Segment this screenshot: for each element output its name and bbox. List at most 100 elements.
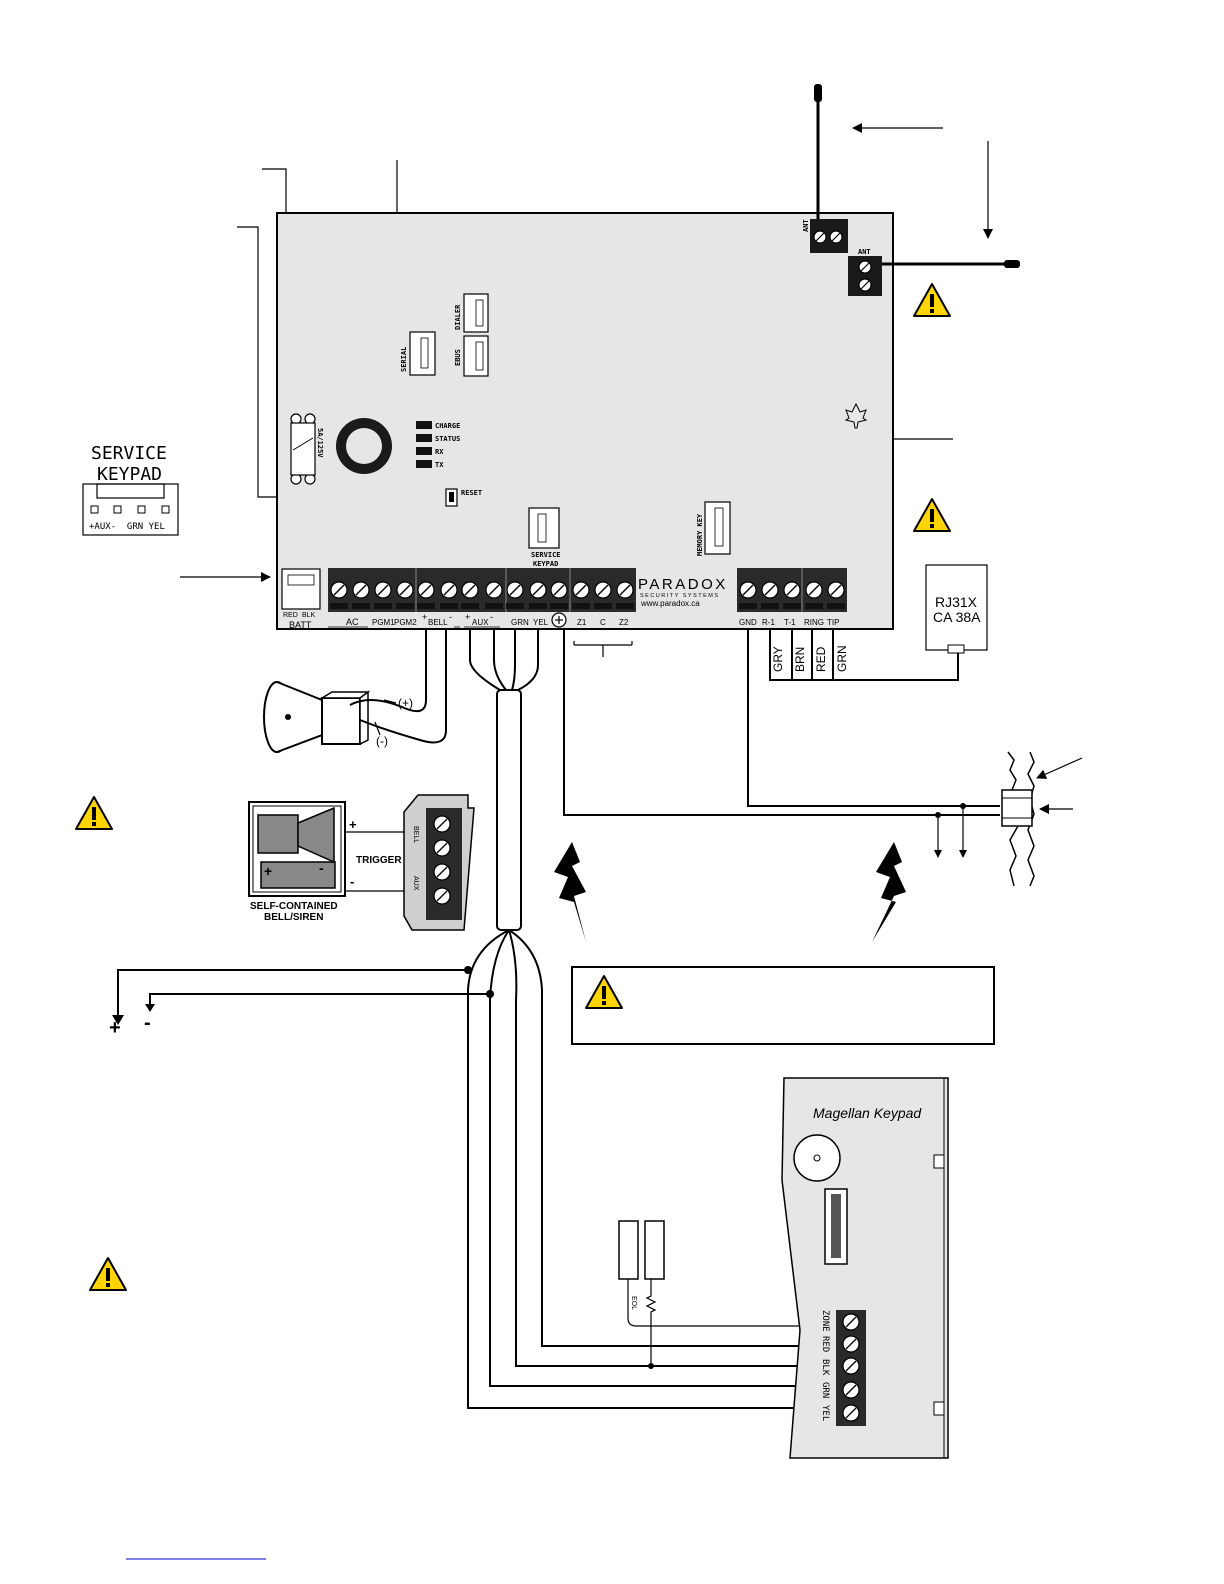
svg-text:GND: GND bbox=[739, 618, 757, 627]
buzzer bbox=[336, 418, 392, 474]
cold-water-pipe bbox=[1001, 751, 1035, 887]
reset-button: RESET bbox=[445, 488, 482, 507]
svg-text:BLK: BLK bbox=[302, 612, 316, 619]
aux-power-tap: + - bbox=[109, 966, 494, 1039]
svg-text:-: - bbox=[350, 874, 354, 889]
svg-text:SERVICE: SERVICE bbox=[91, 443, 167, 464]
svg-text:PGM1: PGM1 bbox=[372, 618, 395, 627]
svg-text:GRY: GRY bbox=[771, 646, 785, 672]
self-contained-bell-siren: + - SELF-CONTAINED BELL/SIREN + - TRIGGE… bbox=[248, 801, 402, 923]
svg-text:YEL: YEL bbox=[533, 618, 549, 627]
svg-text:+: + bbox=[465, 612, 470, 622]
paradox-logo: PARADOX SECURITY SYSTEMS www.paradox.ca bbox=[638, 576, 725, 608]
svg-text:T-1: T-1 bbox=[784, 618, 796, 627]
bell-terminal-strip: BELL AUX bbox=[403, 794, 475, 931]
cable-bundle bbox=[467, 628, 830, 1409]
svg-text:GRN: GRN bbox=[835, 645, 849, 672]
svg-text:GRN: GRN bbox=[511, 618, 529, 627]
svg-text:MEMORY KEY: MEMORY KEY bbox=[696, 513, 704, 556]
svg-text:CHARGE: CHARGE bbox=[435, 422, 460, 430]
dialer-header: DIALER bbox=[454, 293, 489, 333]
terminal-block-main bbox=[328, 568, 636, 612]
svg-text:-: - bbox=[144, 1012, 151, 1034]
svg-text:+: + bbox=[422, 612, 427, 622]
warning-notice-box bbox=[571, 966, 995, 1045]
svg-text:Z1: Z1 bbox=[577, 618, 587, 627]
svg-text:+AUX- GRN YEL: +AUX- GRN YEL bbox=[89, 522, 165, 532]
svg-text:R-1: R-1 bbox=[762, 618, 775, 627]
serial-header: SERIAL bbox=[400, 331, 436, 376]
svg-text:SECURITY SYSTEMS: SECURITY SYSTEMS bbox=[640, 593, 720, 599]
svg-text:AUX: AUX bbox=[412, 876, 419, 891]
svg-text:Magellan Keypad: Magellan Keypad bbox=[813, 1105, 922, 1121]
svg-text:KEYPAD: KEYPAD bbox=[97, 464, 162, 485]
battery-connector: RED BLK BATT bbox=[281, 568, 321, 630]
rj31x-jack: RJ31X CA 38A bbox=[925, 564, 988, 654]
svg-text:ZONE: ZONE bbox=[820, 1310, 830, 1332]
terminal-labels: AC PGM1 PGM2 + BELL - + AUX - GRN YEL Z1… bbox=[328, 612, 839, 628]
telephone-wiring: GRY BRN RED GRN bbox=[747, 628, 1000, 807]
svg-text:PGM2: PGM2 bbox=[394, 618, 417, 627]
antenna-vertical: ANT bbox=[802, 84, 848, 253]
svg-text:CA 38A: CA 38A bbox=[933, 609, 981, 625]
maple-leaf-icon bbox=[844, 402, 868, 429]
svg-text:TRIGGER: TRIGGER bbox=[356, 855, 402, 866]
svg-text:RJ31X: RJ31X bbox=[935, 594, 978, 610]
control-panel-board: ANT ANT DIALER EBUS SERIAL bbox=[276, 84, 1020, 630]
svg-text:+: + bbox=[264, 863, 272, 879]
service-keypad-header: SERVICE KEYPAD bbox=[528, 507, 561, 568]
antenna-label: ANT bbox=[802, 219, 810, 232]
svg-text:-: - bbox=[490, 612, 493, 622]
svg-text:AUX: AUX bbox=[472, 618, 489, 627]
svg-text:5A/125V: 5A/125V bbox=[316, 428, 324, 458]
svg-text:EBUS: EBUS bbox=[454, 349, 462, 366]
warning-icon bbox=[913, 498, 951, 532]
lightning-icon bbox=[872, 842, 906, 942]
warning-icon bbox=[75, 796, 113, 830]
svg-text:EOL: EOL bbox=[630, 1296, 637, 1310]
svg-text:BRN: BRN bbox=[793, 647, 807, 672]
ground-symbol-icon bbox=[551, 612, 567, 628]
svg-text:+: + bbox=[349, 817, 357, 832]
fuse: 5A/125V bbox=[290, 413, 324, 485]
warning-icon bbox=[913, 283, 951, 317]
siren-speaker: (+) (-) bbox=[263, 681, 413, 753]
svg-text:(-): (-) bbox=[376, 734, 388, 748]
svg-text:AC: AC bbox=[346, 617, 359, 627]
svg-text:SERVICE: SERVICE bbox=[531, 551, 561, 559]
svg-text:RED: RED bbox=[820, 1336, 830, 1352]
status-leds: CHARGE STATUS RX TX bbox=[416, 421, 460, 469]
memory-key-header: MEMORY KEY bbox=[696, 501, 731, 556]
service-keypad-connector: SERVICE KEYPAD +AUX- GRN YEL bbox=[82, 443, 179, 536]
svg-text:TIP: TIP bbox=[827, 618, 839, 627]
svg-text:+: + bbox=[109, 1017, 121, 1039]
door-contact: EOL bbox=[618, 1220, 830, 1369]
antenna-label-2: ANT bbox=[858, 248, 871, 256]
svg-text:-: - bbox=[449, 612, 452, 622]
svg-text:C: C bbox=[600, 618, 606, 627]
svg-text:BLK: BLK bbox=[820, 1359, 830, 1376]
svg-text:SERIAL: SERIAL bbox=[400, 347, 408, 372]
svg-text:RX: RX bbox=[435, 448, 444, 456]
svg-text:YEL: YEL bbox=[820, 1405, 830, 1421]
svg-text:GRN: GRN bbox=[820, 1382, 830, 1398]
svg-text:BATT: BATT bbox=[289, 620, 312, 630]
svg-text:SELF-CONTAINED: SELF-CONTAINED bbox=[250, 901, 338, 912]
warning-icon bbox=[89, 1257, 127, 1291]
zone-bracket bbox=[573, 641, 633, 657]
svg-text:-: - bbox=[319, 860, 324, 876]
terminal-block-phone bbox=[737, 568, 847, 612]
lightning-icon bbox=[554, 842, 586, 942]
svg-text:BELL/SIREN: BELL/SIREN bbox=[264, 912, 323, 923]
svg-text:Z2: Z2 bbox=[619, 618, 629, 627]
svg-text:BELL: BELL bbox=[412, 826, 419, 843]
svg-text:TX: TX bbox=[435, 461, 444, 469]
svg-text:RESET: RESET bbox=[461, 489, 482, 497]
svg-text:www.paradox.ca: www.paradox.ca bbox=[640, 599, 700, 608]
magellan-keypad: Magellan Keypad ZONE RED BLK GRN YEL bbox=[781, 1077, 949, 1459]
svg-text:BELL: BELL bbox=[428, 618, 448, 627]
ebus-header: EBUS bbox=[454, 335, 489, 377]
svg-text:STATUS: STATUS bbox=[435, 435, 460, 443]
svg-text:RING: RING bbox=[804, 618, 824, 627]
